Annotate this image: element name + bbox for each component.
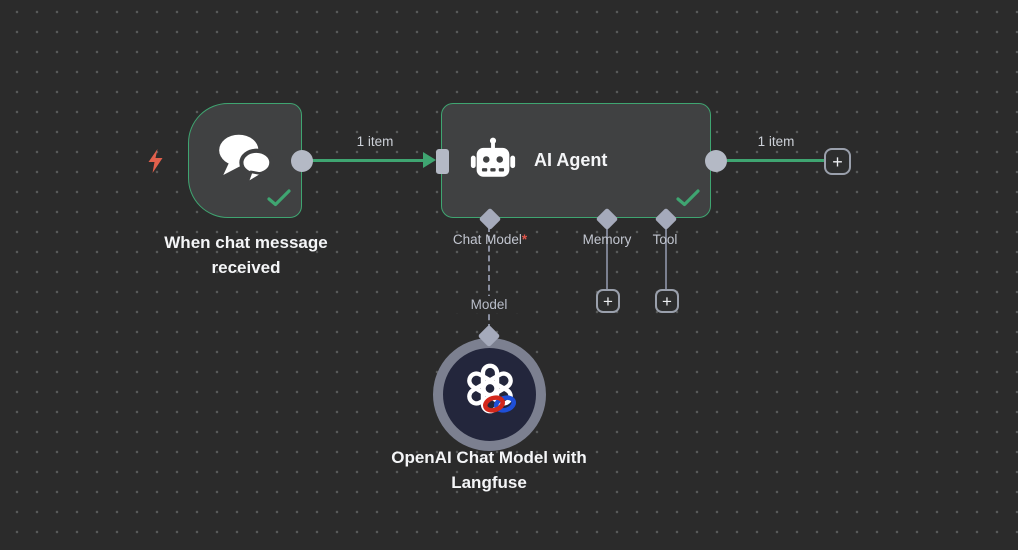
connection-items-label: 1 item bbox=[356, 134, 394, 149]
output-endpoint[interactable] bbox=[705, 150, 727, 172]
langfuse-logo-icon bbox=[482, 393, 518, 420]
plus-icon: + bbox=[662, 291, 672, 311]
node-when-chat-message-received[interactable] bbox=[188, 103, 302, 218]
connection-arrowhead-icon bbox=[423, 152, 436, 168]
plus-icon: + bbox=[832, 151, 843, 172]
node-title-chat-trigger: When chat message received bbox=[164, 233, 328, 277]
port-label-chat-model: Chat Model* bbox=[438, 232, 542, 247]
node-title-openai-chat-model: OpenAI Chat Model with Langfuse bbox=[391, 448, 587, 492]
connection-line[interactable] bbox=[727, 159, 824, 162]
model-connection-label: Model bbox=[452, 296, 526, 313]
connection-line[interactable] bbox=[302, 159, 424, 162]
success-checkmark-icon bbox=[267, 189, 291, 212]
chat-bubbles-icon bbox=[214, 130, 276, 191]
tool-connection-stub bbox=[665, 226, 667, 290]
output-endpoint[interactable] bbox=[291, 150, 313, 172]
model-connection-line[interactable] bbox=[488, 226, 490, 330]
success-checkmark-icon bbox=[676, 189, 700, 212]
port-label-memory: Memory bbox=[582, 232, 632, 247]
lightning-bolt-icon bbox=[146, 149, 165, 178]
add-memory-button[interactable]: + bbox=[596, 289, 620, 313]
node-ai-agent[interactable]: AI Agent bbox=[441, 103, 711, 218]
port-label-tool: Tool bbox=[652, 232, 678, 247]
connection-items-label: 1 item bbox=[757, 134, 795, 149]
add-tool-button[interactable]: + bbox=[655, 289, 679, 313]
plus-icon: + bbox=[603, 291, 613, 311]
robot-icon bbox=[468, 135, 518, 186]
add-node-button[interactable]: + bbox=[824, 148, 851, 175]
required-asterisk: * bbox=[521, 232, 528, 247]
node-title-ai-agent: AI Agent bbox=[534, 150, 608, 170]
port-label-text: Chat Model bbox=[452, 232, 522, 247]
input-endpoint[interactable] bbox=[436, 149, 449, 174]
memory-connection-stub bbox=[606, 226, 608, 290]
